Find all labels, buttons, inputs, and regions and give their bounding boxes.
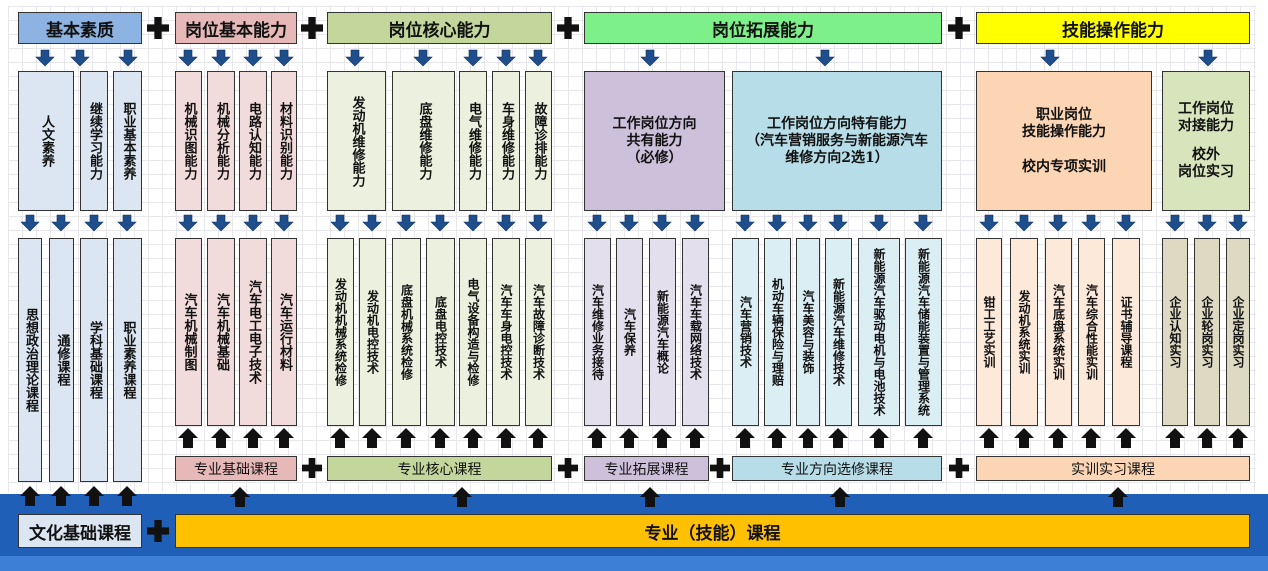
course-g1-0: 思想政治理论课程	[18, 238, 42, 482]
ability-d2: 工作岗位方向特有能力 （汽车营销服务与新能源汽车 维修方向2选1）	[732, 71, 942, 211]
ability-b2: 机械分析能力	[207, 71, 235, 211]
course-g6-0: 钳工工艺实训	[976, 238, 1002, 426]
course-g5-1: 机动车辆保险与理赔	[764, 238, 791, 426]
ability-c5: 故障诊排能力	[525, 71, 552, 211]
ability-e2-line3: 校外	[1192, 147, 1220, 163]
ability-b3: 电路认知能力	[239, 71, 267, 211]
course-g4-3: 汽车车载网络技术	[682, 238, 709, 426]
ability-d1: 工作岗位方向 共有能力 （必修）	[584, 71, 725, 211]
ability-a3: 职业基本素养	[113, 71, 142, 211]
header-post-core: 岗位核心能力	[327, 12, 552, 44]
course-g1-2: 学科基础课程	[80, 238, 108, 482]
course-g6-1: 发动机系统实训	[1010, 238, 1038, 426]
cat-major: 专业（技能）课程	[175, 514, 1250, 548]
course-g6-4: 证书辅导课程	[1112, 238, 1140, 426]
course-g2-2: 汽车电工电子技术	[239, 238, 267, 426]
ability-d1-line1: 工作岗位方向	[612, 115, 697, 132]
ability-e1: 职业岗位 技能操作能力 校内专项实训	[976, 71, 1152, 211]
ability-d1-line2: 共有能力	[626, 132, 683, 149]
ability-b1: 机械识图能力	[175, 71, 202, 211]
course-g3-2: 底盘机械系统检修	[392, 238, 421, 426]
course-g2-3: 汽车运行材料	[271, 238, 297, 426]
course-g1-1: 通修课程	[49, 238, 74, 482]
cat-culture: 文化基础课程	[18, 514, 142, 548]
cat-pro-dir: 专业方向选修课程	[732, 456, 942, 481]
ability-b4: 材料识别能力	[271, 71, 297, 211]
header-post-ext: 岗位拓展能力	[584, 12, 942, 44]
cat-pro-basic: 专业基础课程	[175, 456, 297, 481]
course-g6-3: 汽车综合性能实训	[1078, 238, 1105, 426]
ability-e1-line1: 职业岗位	[1036, 106, 1092, 123]
ability-d2-line3: 维修方向2选1）	[785, 149, 889, 166]
course-g2-1: 汽车机械基础	[207, 238, 235, 426]
course-g3-3: 底盘电控技术	[426, 238, 455, 426]
ability-d2-line1: 工作岗位方向特有能力	[767, 115, 907, 132]
ability-e2: 工作岗位 对接能力 校外 岗位实习	[1162, 71, 1250, 211]
course-g1-3: 职业素养课程	[113, 238, 142, 482]
course-g3-5: 汽车车身电控技术	[492, 238, 520, 426]
cat-practice: 实训实习课程	[976, 456, 1250, 481]
course-g4-2: 新能源汽车概论	[649, 238, 676, 426]
ability-a2: 继续学习能力	[80, 71, 108, 211]
bottom-band-lower	[0, 556, 1268, 571]
course-g4-0: 汽车维修业务接待	[584, 238, 611, 426]
ability-c3: 电气维修能力	[459, 71, 487, 211]
header-basic-quality: 基本素质	[18, 12, 142, 44]
course-g3-1: 发动机电控技术	[359, 238, 386, 426]
course-g7-0: 企业认知实习	[1162, 238, 1188, 426]
course-g7-1: 企业轮岗实习	[1194, 238, 1220, 426]
header-skill-op: 技能操作能力	[976, 12, 1250, 44]
course-g2-0: 汽车机械制图	[175, 238, 202, 426]
ability-e2-line2: 对接能力	[1178, 118, 1234, 134]
course-g6-2: 汽车底盘系统实训	[1045, 238, 1072, 426]
course-g3-0: 发动机机械系统检修	[327, 238, 354, 426]
ability-a1: 人文素养	[18, 71, 74, 211]
ability-d2-line2: （汽车营销服务与新能源汽车	[746, 132, 928, 149]
cat-pro-ext: 专业拓展课程	[584, 456, 709, 481]
course-g3-4: 电气设备构造与检修	[459, 238, 487, 426]
course-g5-4: 新能源汽车驱动电机与电池技术	[858, 238, 900, 426]
ability-e2-line4: 岗位实习	[1178, 164, 1234, 180]
ability-d1-line3: （必修）	[626, 149, 683, 166]
course-g5-2: 汽车美容与装饰	[796, 238, 820, 426]
course-g7-2: 企业定岗实习	[1226, 238, 1250, 426]
ability-c4: 车身维修能力	[492, 71, 520, 211]
cat-pro-core: 专业核心课程	[327, 456, 552, 481]
ability-c2: 底盘维修能力	[392, 71, 455, 211]
course-g5-3: 新能源汽车维修技术	[825, 238, 852, 426]
ability-e2-line1: 工作岗位	[1178, 101, 1234, 117]
header-post-basic: 岗位基本能力	[175, 12, 297, 44]
course-g3-6: 汽车故障诊断技术	[525, 238, 552, 426]
ability-c1: 发动机维修能力	[327, 71, 386, 211]
ability-e1-line3: 校内专项实训	[1022, 158, 1106, 175]
ability-e1-line2: 技能操作能力	[1022, 123, 1106, 140]
course-g5-0: 汽车营销技术	[732, 238, 759, 426]
course-g5-5: 新能源汽车储能装置与管理系统	[905, 238, 942, 426]
course-g4-1: 汽车保养	[616, 238, 643, 426]
